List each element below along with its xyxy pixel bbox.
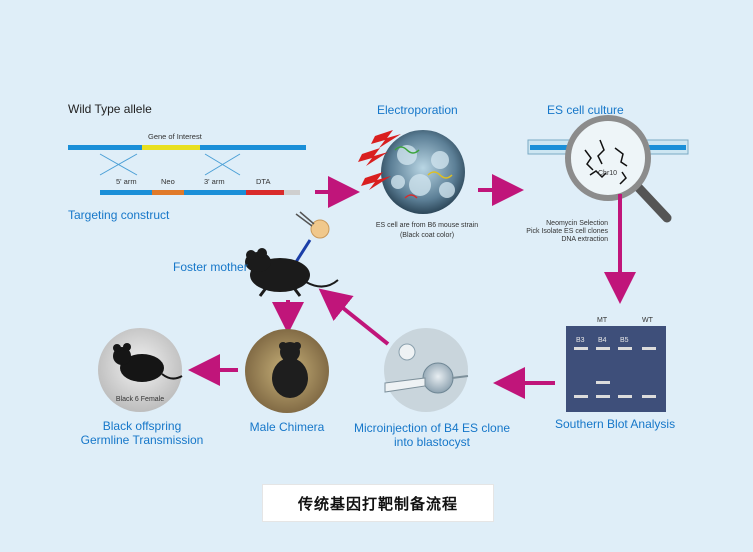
pick-isolate-note: Pick Isolate ES cell clones xyxy=(526,228,608,235)
footer-title-box: 传统基因打靶制备流程 xyxy=(262,484,494,522)
electroporation-label: Electroporation xyxy=(377,103,458,117)
mt-label: MT xyxy=(597,317,608,324)
dna-extraction-note: DNA extraction xyxy=(561,236,608,243)
transfer-arrow xyxy=(294,239,312,263)
pipette-icon xyxy=(384,377,426,393)
embryo-icon xyxy=(295,211,330,239)
neomycin-note: Neomycin Selection xyxy=(546,220,608,227)
foster-mother-label: Foster mother xyxy=(173,260,248,274)
wild-type-label: Wild Type allele xyxy=(68,102,152,116)
es-cell-note-2: (Black coat color) xyxy=(399,232,455,239)
targeting-construct xyxy=(100,190,300,195)
southern-blot-label: Southern Blot Analysis xyxy=(555,417,676,431)
wt-label: WT xyxy=(642,317,653,324)
targeting-construct-label: Targeting construct xyxy=(68,208,170,222)
black6-female-label: Black 6 Female xyxy=(115,396,165,403)
chr10-label: Chr10 xyxy=(598,170,618,177)
arrow-to-foster xyxy=(318,288,390,346)
southern-blot xyxy=(566,326,666,412)
lightning-icon xyxy=(358,130,401,190)
offspring-label-1: Black offspring xyxy=(102,419,182,433)
microinjection-label-1: Microinjection of B4 ES clone xyxy=(353,421,511,435)
recombination-cross xyxy=(99,153,241,176)
male-chimera-label: Male Chimera xyxy=(249,420,325,434)
es-cells-image xyxy=(381,130,465,214)
magnifier-icon xyxy=(565,115,672,223)
arm5-label: 5' arm xyxy=(116,177,137,186)
footer-title: 传统基因打靶制备流程 xyxy=(297,494,458,513)
lane-b3-label: B3 xyxy=(576,337,585,344)
gene-of-interest-label: Gene of Interest xyxy=(148,132,202,141)
wild-type-allele xyxy=(68,145,306,150)
microinjection-label-2: into blastocyst xyxy=(393,435,471,449)
chimera-image xyxy=(245,329,329,413)
es-cell-note-1: ES cell are from B6 mouse strain xyxy=(375,222,479,229)
arm3-label: 3' arm xyxy=(204,177,225,186)
mouse-icon xyxy=(245,248,339,297)
es-culture-label: ES cell culture xyxy=(547,103,624,117)
microinjection-image xyxy=(384,328,469,412)
lane-b4-label: B4 xyxy=(598,337,607,344)
offspring-image xyxy=(98,328,183,412)
lane-b5-label: B5 xyxy=(620,337,629,344)
dta-label: DTA xyxy=(256,177,271,186)
neo-label: Neo xyxy=(161,177,175,186)
offspring-label-2: Germline Transmission xyxy=(80,433,204,447)
